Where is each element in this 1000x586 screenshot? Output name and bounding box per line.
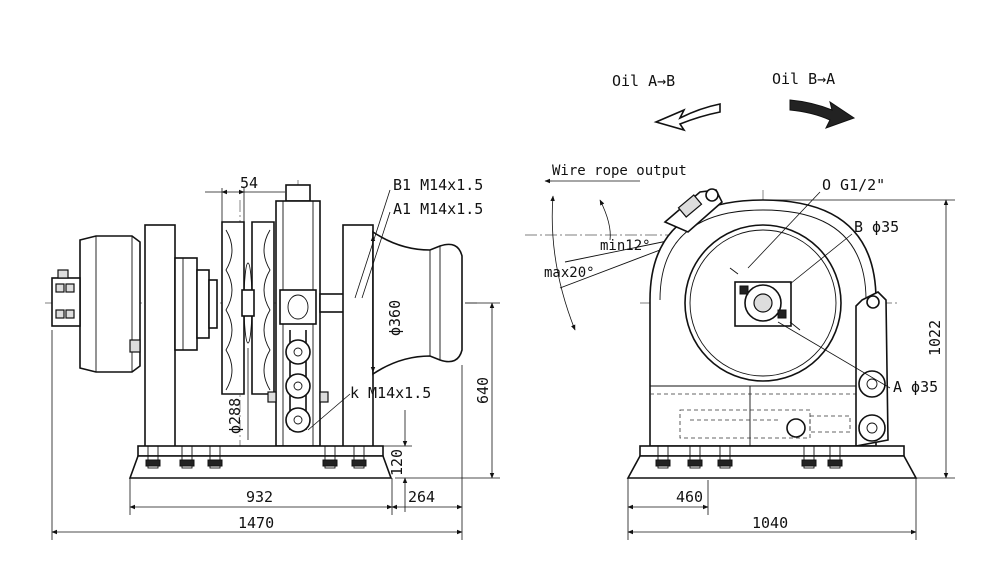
top-bracket — [663, 188, 723, 233]
front-view-dimensions — [51, 188, 500, 540]
label-a-port: A ϕ35 — [893, 378, 938, 396]
shaft — [319, 293, 345, 313]
chain-wheel — [221, 221, 275, 395]
dim-932: 932 — [246, 488, 273, 506]
left-frame-plate — [144, 224, 176, 448]
label-b1-port: B1 M14x1.5 — [393, 176, 483, 194]
label-b-port: B ϕ35 — [854, 218, 899, 236]
label-max-angle: max20° — [544, 265, 595, 281]
gear-reducer — [174, 257, 218, 351]
arrow-oil-ba-icon — [789, 99, 856, 129]
arrow-oil-ab-icon — [653, 103, 721, 132]
label-wire-rope-output: Wire rope output — [552, 163, 687, 179]
dim-1022: 1022 — [926, 320, 944, 356]
label-oil-ab: Oil A→B — [612, 72, 675, 90]
side-view: Oil A→B Oil B→A Wire rope output min12° … — [525, 70, 955, 540]
dim-1040: 1040 — [752, 514, 788, 532]
hydraulic-motor — [51, 235, 141, 373]
dim-54: 54 — [240, 174, 258, 192]
base-frame — [128, 445, 393, 479]
dim-264: 264 — [408, 488, 435, 506]
label-k-port: k M14x1.5 — [350, 384, 431, 402]
side-base-frame — [626, 445, 918, 479]
dim-120: 120 — [388, 449, 406, 476]
label-min-angle: min12° — [600, 238, 651, 254]
side-view-dimensions — [627, 191, 955, 540]
hidden-cylinder — [679, 409, 851, 439]
dim-640: 640 — [474, 377, 492, 404]
warping-head — [372, 230, 463, 376]
dim-phi288: ϕ288 — [226, 398, 244, 434]
dim-460: 460 — [676, 488, 703, 506]
front-view: 54 B1 M14x1.5 A1 M14x1.5 k M14x1.5 ϕ360 … — [45, 174, 500, 540]
dim-phi360: ϕ360 — [386, 300, 404, 336]
label-a1-port: A1 M14x1.5 — [393, 200, 483, 218]
label-o-port: O G1/2" — [822, 176, 885, 194]
dim-1470: 1470 — [238, 514, 274, 532]
right-arm-bracket — [855, 291, 889, 447]
right-frame-plate — [342, 224, 374, 448]
label-oil-ba: Oil B→A — [772, 70, 835, 88]
central-motor-block — [729, 267, 801, 331]
central-brake-block — [267, 184, 329, 447]
